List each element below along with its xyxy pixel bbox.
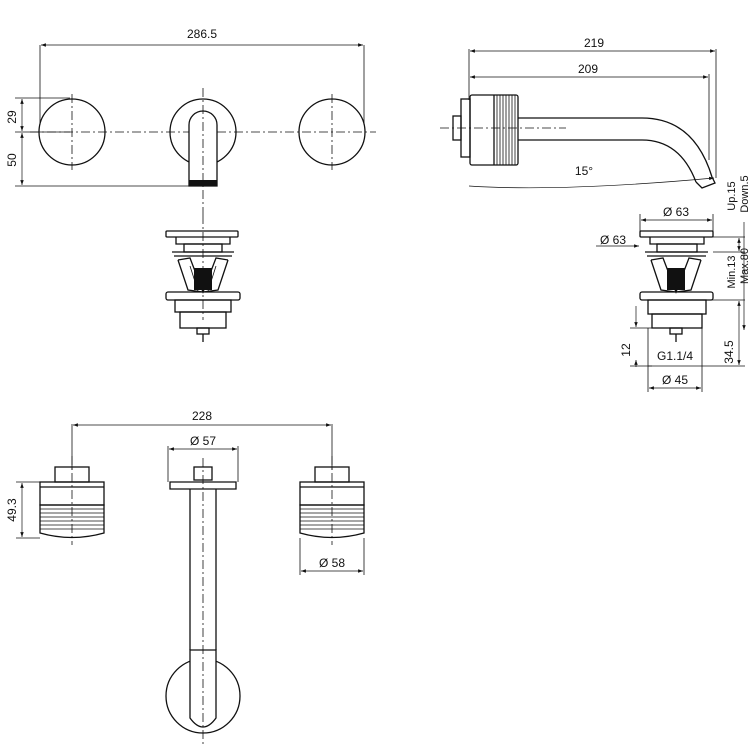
dim-waste-345: 34.5 <box>722 340 736 364</box>
dim-thread: G1.1/4 <box>657 349 693 363</box>
dim-waste-min: Min.13 <box>726 255 738 288</box>
plan-left-handle <box>39 456 105 545</box>
plan-right-handle <box>299 456 365 545</box>
dim-left-29: 29 <box>5 110 19 124</box>
angle-label: 15° <box>575 164 593 178</box>
front-view: 286.5 29 50 <box>5 27 376 215</box>
dim-plan-width: 228 <box>192 409 212 423</box>
dim-waste-max: Max.80 <box>739 248 751 284</box>
dim-waste-dia-mid: Ø 63 <box>600 233 626 247</box>
waste-side: Ø 63 Ø 63 Min.13 Max.80 12 <box>596 205 751 392</box>
side-spout <box>518 117 713 183</box>
plan-view: 228 Ø 57 49.3 <box>5 409 365 745</box>
dim-side-209: 209 <box>578 62 598 76</box>
dim-waste-dia-top: Ø 63 <box>663 205 689 219</box>
dim-left-50: 50 <box>5 153 19 167</box>
side-view: 219 209 15° Up.15 Down.5 <box>440 36 751 213</box>
dim-side-down: Down.5 <box>739 175 751 212</box>
dim-top-width: 286.5 <box>187 27 217 41</box>
dim-waste-dia-bottom: Ø 45 <box>662 373 688 387</box>
dim-plan-plate: Ø 57 <box>190 434 216 448</box>
dim-side-219: 219 <box>584 36 604 50</box>
waste-front <box>165 215 241 342</box>
dim-plan-handle: Ø 58 <box>319 556 345 570</box>
dim-plan-height: 49.3 <box>5 498 19 522</box>
plan-spout <box>165 458 241 745</box>
dim-side-up: Up.15 <box>726 181 738 210</box>
dim-waste-12: 12 <box>619 343 633 357</box>
